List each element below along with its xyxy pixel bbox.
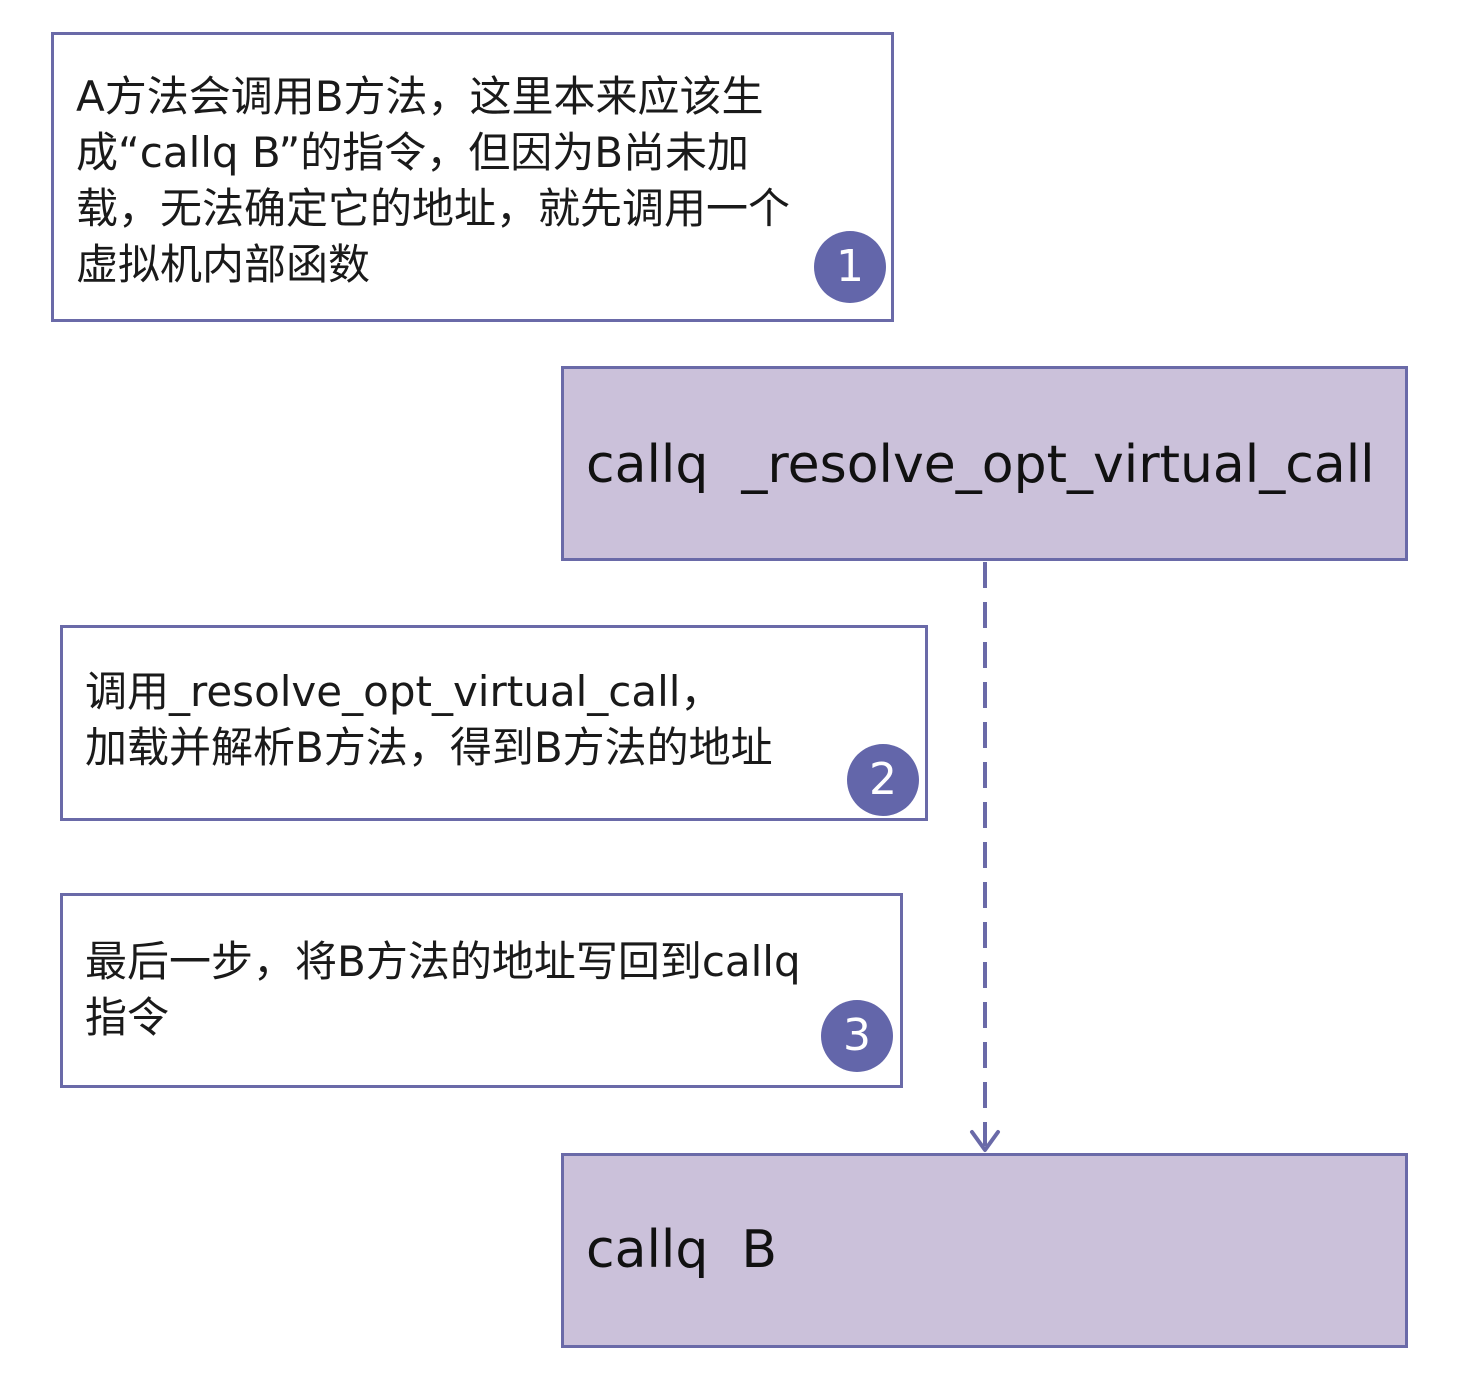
- note-step-1-line-2: 成“callq B”的指令，但因为B尚未加: [76, 128, 750, 177]
- step-badge-3: 3: [821, 1000, 893, 1072]
- note-step-2-text: 调用_resolve_opt_virtual_call， 加载并解析B方法，得到…: [85, 664, 773, 776]
- note-step-1: A方法会调用B方法，这里本来应该生 成“callq B”的指令，但因为B尚未加 …: [51, 32, 894, 322]
- note-step-2: 调用_resolve_opt_virtual_call， 加载并解析B方法，得到…: [60, 625, 928, 821]
- code-box-resolve-call: callq _resolve_opt_virtual_call: [561, 366, 1408, 561]
- note-step-1-line-3: 载，无法确定它的地址，就先调用一个: [76, 184, 791, 233]
- note-step-2-line-1: 调用_resolve_opt_virtual_call，: [85, 667, 723, 716]
- step-badge-1: 1: [814, 231, 886, 303]
- arrowhead-icon: [970, 1130, 1000, 1152]
- step-badge-2: 2: [847, 744, 919, 816]
- note-step-3-text: 最后一步，将B方法的地址写回到callq 指令: [85, 934, 801, 1046]
- code-box-callq-b-text: callq B: [586, 1220, 778, 1280]
- note-step-1-line-1: A方法会调用B方法，这里本来应该生: [76, 72, 764, 121]
- note-step-2-line-2: 加载并解析B方法，得到B方法的地址: [85, 723, 773, 772]
- note-step-1-text: A方法会调用B方法，这里本来应该生 成“callq B”的指令，但因为B尚未加 …: [76, 69, 790, 293]
- note-step-1-line-4: 虚拟机内部函数: [76, 240, 371, 289]
- code-box-callq-b: callq B: [561, 1153, 1408, 1348]
- code-box-resolve-call-text: callq _resolve_opt_virtual_call: [586, 435, 1375, 495]
- note-step-3-line-2: 指令: [85, 993, 170, 1042]
- note-step-3-line-1: 最后一步，将B方法的地址写回到callq: [85, 937, 801, 986]
- note-step-3: 最后一步，将B方法的地址写回到callq 指令 3: [60, 893, 903, 1088]
